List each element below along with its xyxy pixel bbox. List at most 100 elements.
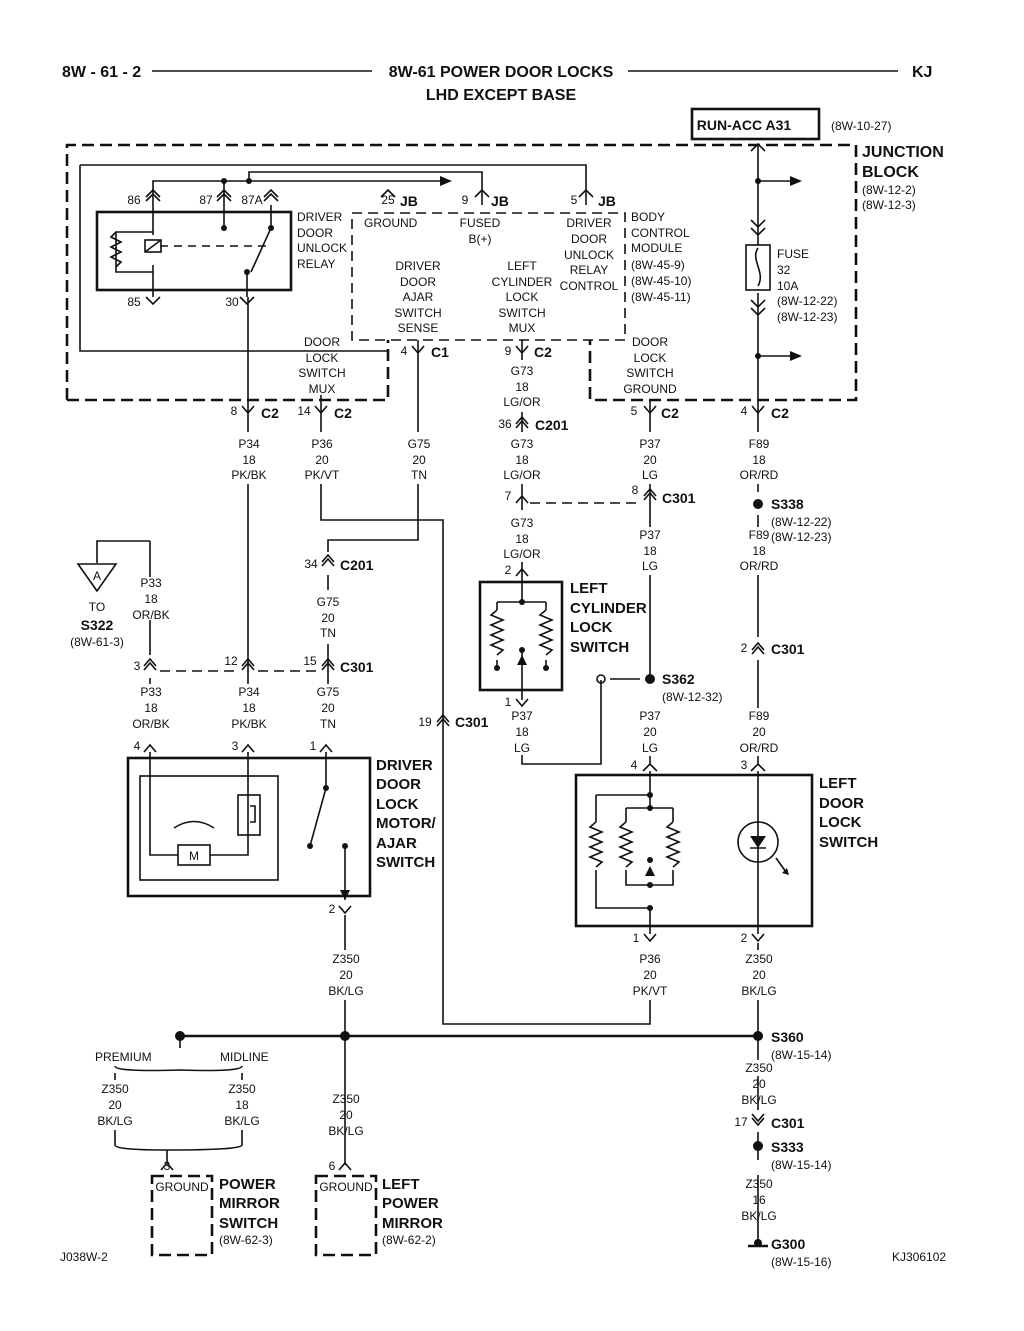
- svg-text:G73: G73: [511, 516, 534, 530]
- option-branch: PREMIUM MIDLINE: [95, 1050, 269, 1162]
- splice-s360-dot: [753, 1031, 763, 1041]
- svg-text:(8W-61-3): (8W-61-3): [70, 635, 124, 649]
- svg-text:BK/LG: BK/LG: [97, 1114, 132, 1128]
- svg-text:(8W-15-16): (8W-15-16): [771, 1255, 831, 1269]
- svg-text:C2: C2: [261, 405, 279, 421]
- svg-text:20: 20: [315, 453, 329, 467]
- svg-text:DOOR: DOOR: [297, 226, 333, 240]
- svg-text:Z350: Z350: [745, 1061, 773, 1075]
- svg-text:4: 4: [134, 739, 141, 753]
- svg-text:P37: P37: [639, 528, 661, 542]
- svg-text:C301: C301: [662, 490, 696, 506]
- svg-text:4: 4: [741, 404, 748, 418]
- svg-text:FUSE: FUSE: [777, 247, 809, 261]
- relay-box: [95, 210, 293, 292]
- svg-text:17: 17: [734, 1115, 748, 1129]
- svg-text:2: 2: [329, 902, 336, 916]
- svg-text:87A: 87A: [241, 193, 262, 207]
- svg-text:32: 32: [777, 263, 791, 277]
- svg-text:LOCK: LOCK: [634, 351, 667, 365]
- splices: S338 (8W-12-22) (8W-12-23) S362 (8W-12-3…: [175, 496, 831, 1269]
- left-mirror-box: [314, 1174, 378, 1257]
- svg-text:POWER: POWER: [382, 1195, 439, 1212]
- svg-text:(8W-12-23): (8W-12-23): [777, 310, 837, 324]
- svg-text:BLOCK: BLOCK: [862, 164, 919, 181]
- svg-text:PK/VT: PK/VT: [633, 984, 668, 998]
- svg-text:F89: F89: [749, 437, 770, 451]
- svg-text:MODULE: MODULE: [631, 241, 682, 255]
- svg-text:3: 3: [232, 739, 239, 753]
- svg-text:14: 14: [297, 404, 311, 418]
- svg-text:(8W-62-3): (8W-62-3): [219, 1233, 273, 1247]
- svg-text:LOCK: LOCK: [506, 290, 539, 304]
- svg-text:S362: S362: [662, 671, 695, 687]
- svg-text:P34: P34: [238, 437, 260, 451]
- svg-text:TO: TO: [89, 600, 105, 614]
- svg-text:C2: C2: [334, 405, 352, 421]
- svg-text:B(+): B(+): [468, 232, 491, 246]
- svg-text:G75: G75: [408, 437, 431, 451]
- svg-text:UNLOCK: UNLOCK: [564, 248, 614, 262]
- svg-text:PK/VT: PK/VT: [305, 468, 340, 482]
- svg-text:20: 20: [752, 1077, 766, 1091]
- junction-block-outline-left: [67, 340, 390, 402]
- svg-text:P33: P33: [140, 685, 162, 699]
- svg-text:LG: LG: [642, 468, 658, 482]
- svg-text:C201: C201: [535, 417, 569, 433]
- svg-text:PK/BK: PK/BK: [231, 717, 266, 731]
- svg-text:LG: LG: [642, 741, 658, 755]
- svg-text:8: 8: [231, 404, 238, 418]
- svg-text:(8W-12-3): (8W-12-3): [862, 198, 916, 212]
- svg-text:S333: S333: [771, 1139, 804, 1155]
- header: 8W - 61 - 2 8W-61 POWER DOOR LOCKS LHD E…: [62, 64, 932, 104]
- svg-text:20: 20: [339, 1108, 353, 1122]
- svg-text:LOCK: LOCK: [376, 796, 419, 813]
- svg-text:C2: C2: [661, 405, 679, 421]
- svg-text:SWITCH: SWITCH: [498, 306, 545, 320]
- svg-text:P37: P37: [639, 709, 661, 723]
- svg-text:18: 18: [144, 701, 158, 715]
- svg-text:BK/LG: BK/LG: [741, 1209, 776, 1223]
- svg-text:20: 20: [108, 1098, 122, 1112]
- svg-text:(8W-12-2): (8W-12-2): [862, 183, 916, 197]
- power-source-ref: (8W-10-27): [831, 119, 891, 133]
- svg-text:AJAR: AJAR: [403, 290, 434, 304]
- svg-text:Z350: Z350: [332, 952, 360, 966]
- bcm-outline: [351, 212, 626, 341]
- svg-text:GROUND: GROUND: [623, 382, 677, 396]
- svg-text:SWITCH: SWITCH: [570, 639, 629, 656]
- driver-door-lock-motor-ajar-switch: M 4 3 1 2 DRIVER DOOR LOCK MOTOR/ AJAR S…: [126, 739, 437, 916]
- svg-text:5: 5: [571, 193, 578, 207]
- svg-text:G75: G75: [317, 595, 340, 609]
- svg-text:85: 85: [127, 295, 141, 309]
- svg-text:TN: TN: [411, 468, 427, 482]
- svg-text:1: 1: [310, 739, 317, 753]
- c201-c301-labels: 36 C201 34 C201 8 C301 7 2 C301 3 12 15 …: [134, 417, 805, 1131]
- svg-text:F89: F89: [749, 528, 770, 542]
- offpage-triangle-icon: [76, 563, 118, 593]
- lamp-icon: [737, 821, 779, 863]
- svg-text:(8W-12-32): (8W-12-32): [662, 690, 722, 704]
- svg-text:OR/RD: OR/RD: [740, 559, 779, 573]
- svg-text:JUNCTION: JUNCTION: [862, 144, 944, 161]
- svg-text:OR/BK: OR/BK: [132, 608, 169, 622]
- svg-text:MIDLINE: MIDLINE: [220, 1050, 269, 1064]
- svg-text:C301: C301: [771, 1115, 805, 1131]
- svg-text:(8W-12-22): (8W-12-22): [777, 294, 837, 308]
- svg-text:20: 20: [643, 725, 657, 739]
- svg-text:CYLINDER: CYLINDER: [492, 275, 553, 289]
- svg-text:18: 18: [752, 544, 766, 558]
- svg-text:GROUND: GROUND: [155, 1180, 209, 1194]
- svg-text:P37: P37: [511, 709, 533, 723]
- svg-text:20: 20: [321, 701, 335, 715]
- svg-text:FUSED: FUSED: [460, 216, 501, 230]
- svg-text:(8W-45-9): (8W-45-9): [631, 258, 685, 272]
- svg-text:36: 36: [498, 417, 512, 431]
- splice-s333-dot: [753, 1141, 763, 1151]
- splice-s338-dot: [753, 499, 763, 509]
- svg-text:DRIVER: DRIVER: [297, 210, 343, 224]
- svg-text:SWITCH: SWITCH: [298, 366, 345, 380]
- svg-text:C2: C2: [534, 344, 552, 360]
- svg-text:2: 2: [741, 931, 748, 945]
- fuse-32: FUSE 32 10A (8W-12-22) (8W-12-23): [745, 145, 837, 400]
